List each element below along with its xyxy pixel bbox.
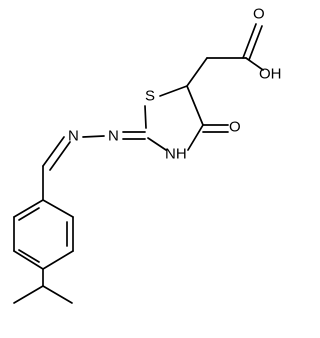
atom-labels: O OH S O NH N N: [68, 6, 282, 163]
bond-n2-ch-b: [49, 141, 71, 171]
benzene-inner-bond-2: [18, 249, 40, 263]
atom-o-ketone: O: [229, 119, 241, 136]
bond-c4-c5: [186, 85, 204, 126]
carboxylic-acid-group: [186, 23, 264, 87]
isopropyl-group: [13, 268, 73, 304]
benzene-bond-3: [42, 250, 74, 270]
bond-nh-c4: [187, 124, 204, 151]
benzene-bond-6: [13, 199, 44, 218]
bond-n2-ch-a: [42, 136, 65, 167]
thiazolidinone-ring: [144, 85, 229, 151]
atom-s: S: [145, 88, 155, 105]
hydrazone-linkage: [42, 131, 146, 201]
benzene-inner-bond-3: [18, 207, 40, 221]
atom-nh: NH: [165, 146, 187, 163]
bond-c-o-double-b: [248, 25, 263, 61]
benzene-ring: [13, 199, 74, 270]
atom-n2: N: [68, 128, 79, 145]
atom-o-acid-carbonyl: O: [253, 6, 265, 23]
bond-c-oh: [245, 57, 264, 71]
atom-oh: OH: [259, 66, 282, 83]
bond-ch-me2: [42, 285, 73, 304]
atom-n1: N: [108, 128, 119, 145]
benzene-bond-4: [13, 250, 44, 270]
bond-c5-s: [159, 85, 188, 97]
bond-n1-n2: [82, 135, 105, 138]
benzene-bond-1: [42, 199, 74, 218]
bond-ch-me1: [13, 285, 44, 304]
bond-c-o-double-a: [242, 23, 257, 59]
bond-c5-ch2: [186, 57, 208, 87]
bond-s-c2: [144, 105, 147, 129]
molecule-structure-diagram: O OH S O NH N N: [13, 6, 282, 304]
bond-c2-nh: [147, 137, 167, 151]
